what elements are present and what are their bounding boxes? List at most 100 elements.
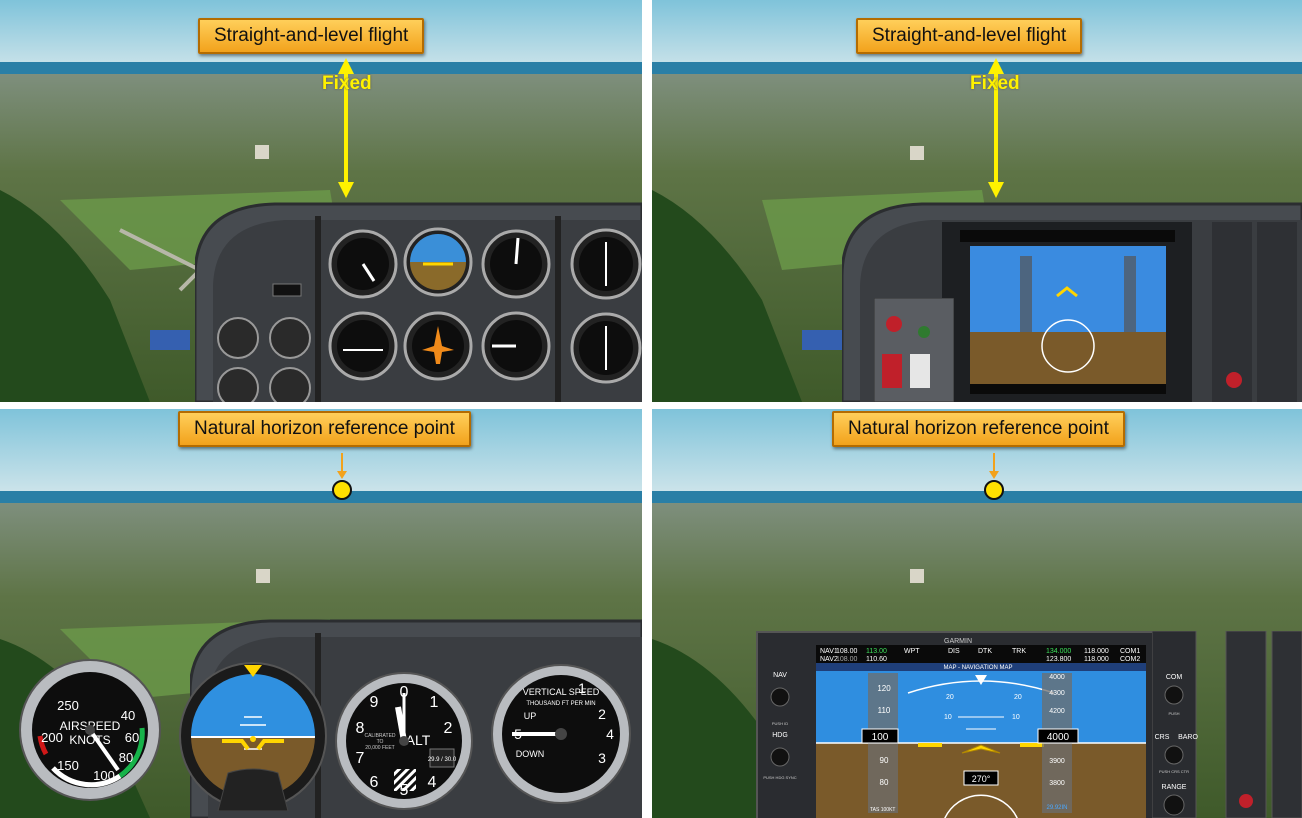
com-knob-label: COM xyxy=(1166,674,1183,681)
altitude-selected: 4000 xyxy=(1049,674,1065,681)
dtk-label: DTK xyxy=(978,648,992,655)
nav2-standby: 110.60 xyxy=(866,656,887,663)
com1-active: 134.000 xyxy=(1046,648,1071,655)
tick-label: 0 xyxy=(400,684,409,701)
pitch-label: 10 xyxy=(1012,714,1020,721)
garmin-brand: GARMIN xyxy=(944,638,972,645)
tick-label: 100 xyxy=(93,768,115,783)
baro-label: BARO xyxy=(1178,734,1198,741)
fixed-arrow xyxy=(338,58,354,198)
airspeed-tape-tick: 90 xyxy=(880,756,889,765)
hdg-knob-label: HDG xyxy=(772,732,788,739)
fixed-arrow xyxy=(988,58,1004,198)
nav-instruments xyxy=(570,228,642,384)
panel-bottom-right: Natural horizon reference point GARMIN N… xyxy=(652,409,1302,818)
push-id-label: PUSH ID xyxy=(772,721,788,726)
tick-label: 2 xyxy=(598,706,606,722)
nav1-active: 108.00 xyxy=(836,648,858,655)
fixed-label: Fixed xyxy=(322,73,372,94)
callout-label: Straight-and-level flight xyxy=(198,18,425,54)
range-label: RANGE xyxy=(1162,784,1187,791)
up-label: UP xyxy=(524,711,537,721)
tick-label: 60 xyxy=(125,730,139,745)
airspeed-tape-tick: 110 xyxy=(878,706,891,715)
altimeter xyxy=(481,229,551,299)
callout-label: Natural horizon reference point xyxy=(832,411,1125,447)
panel-top-right: Straight-and-level flight Fixed xyxy=(652,0,1302,402)
vertical-speed-indicator xyxy=(481,311,551,381)
nav1-standby: 113.00 xyxy=(866,648,887,655)
tick-label: 3 xyxy=(598,750,606,766)
altimeter: 0 1 2 3 4 5 6 7 8 9 ALT CALIBRATED TO 20… xyxy=(335,672,473,810)
tick-label: 200 xyxy=(41,730,63,745)
dis-label: DIS xyxy=(948,648,960,655)
altitude-tape-tick: 4300 xyxy=(1049,690,1065,697)
horizon-pointer xyxy=(332,453,352,500)
airspeed-tape-tick: 80 xyxy=(880,778,889,787)
com2-standby: 118.000 xyxy=(1084,656,1109,663)
tick-label: 1 xyxy=(430,694,439,711)
altitude-tape-tick: 3800 xyxy=(1049,780,1065,787)
tick-label: 6 xyxy=(370,774,379,791)
nav1-label: NAV1 xyxy=(820,648,838,655)
nav2-label: NAV2 xyxy=(820,656,838,663)
tick-label: 8 xyxy=(356,720,365,737)
com2-label: COM2 xyxy=(1120,656,1140,663)
g1000-display: GARMIN NAV1 108.00 113.00 NAV2 108.00 11… xyxy=(756,631,1154,818)
airspeed-tape-tick: 120 xyxy=(877,684,891,693)
attitude-indicator xyxy=(179,662,327,811)
switch-panel xyxy=(874,298,954,402)
pitch-label: 20 xyxy=(1014,694,1022,701)
push-hdg-sync-label: PUSH HDG SYNC xyxy=(763,775,796,780)
to-label: TO xyxy=(377,739,384,745)
instrument-panel xyxy=(842,202,1302,402)
callout-label: Straight-and-level flight xyxy=(856,18,1083,54)
pitch-label: 10 xyxy=(944,714,952,721)
com2-active: 123.800 xyxy=(1046,656,1071,663)
turn-coordinator xyxy=(328,311,398,381)
tick-label: 80 xyxy=(119,750,133,765)
airspeed-readout: 100 xyxy=(872,732,889,743)
heading-readout: 270° xyxy=(972,774,991,784)
tick-label: 9 xyxy=(370,694,379,711)
trk-label: TRK xyxy=(1012,648,1026,655)
calibrated-label: CALIBRATED xyxy=(364,733,395,739)
altitude-tape-tick: 4200 xyxy=(1049,708,1065,715)
knots-label: KNOTS xyxy=(69,733,110,747)
map-title: MAP - NAVIGATION MAP xyxy=(943,665,1012,671)
com1-label: COM1 xyxy=(1120,648,1140,655)
pitch-label: 20 xyxy=(946,694,954,701)
tick-label: 4 xyxy=(428,774,437,791)
push-crs-ctr-label: PUSH CRS CTR xyxy=(1159,769,1189,774)
com1-standby: 118.000 xyxy=(1084,648,1109,655)
down-label: DOWN xyxy=(516,749,545,759)
baro-readout: 29.92IN xyxy=(1046,805,1067,811)
alt-label: ALT xyxy=(406,732,431,748)
tick-label: 4 xyxy=(606,726,614,742)
engine-gauges xyxy=(217,317,311,402)
tick-label: 40 xyxy=(121,708,135,723)
altitude-readout: 4000 xyxy=(1047,732,1070,743)
vsi-subtitle: THOUSAND FT PER MIN xyxy=(526,701,595,707)
g1000-right-controls: COM PUSH CRS BARO PUSH CRS CTR RANGE xyxy=(1152,631,1302,818)
callout-label: Natural horizon reference point xyxy=(178,411,471,447)
wpt-label: WPT xyxy=(904,648,920,655)
nav-knob-label: NAV xyxy=(773,672,787,679)
airspeed-indicator xyxy=(328,229,398,299)
fixed-label: Fixed xyxy=(970,73,1020,94)
nav2-active: 108.00 xyxy=(836,656,858,663)
vertical-speed-indicator: VERTICAL SPEED THOUSAND FT PER MIN UP DO… xyxy=(491,664,631,804)
six-pack-instruments xyxy=(328,227,551,381)
tick-label: 7 xyxy=(356,750,365,767)
tick-label: 1 xyxy=(578,680,586,696)
feet-label: 20,000 FEET xyxy=(365,745,394,751)
altitude-tape-tick: 3900 xyxy=(1049,758,1065,765)
kollsman-window: 29.9 / 30.0 xyxy=(428,757,457,763)
tick-label: 2 xyxy=(444,720,453,737)
panel-top-left: Straight-and-level flight Fixed xyxy=(0,0,642,402)
tick-label: 250 xyxy=(57,698,79,713)
horizon-pointer xyxy=(984,453,1004,500)
push-label: PUSH xyxy=(1168,711,1179,716)
heading-indicator xyxy=(403,311,473,381)
